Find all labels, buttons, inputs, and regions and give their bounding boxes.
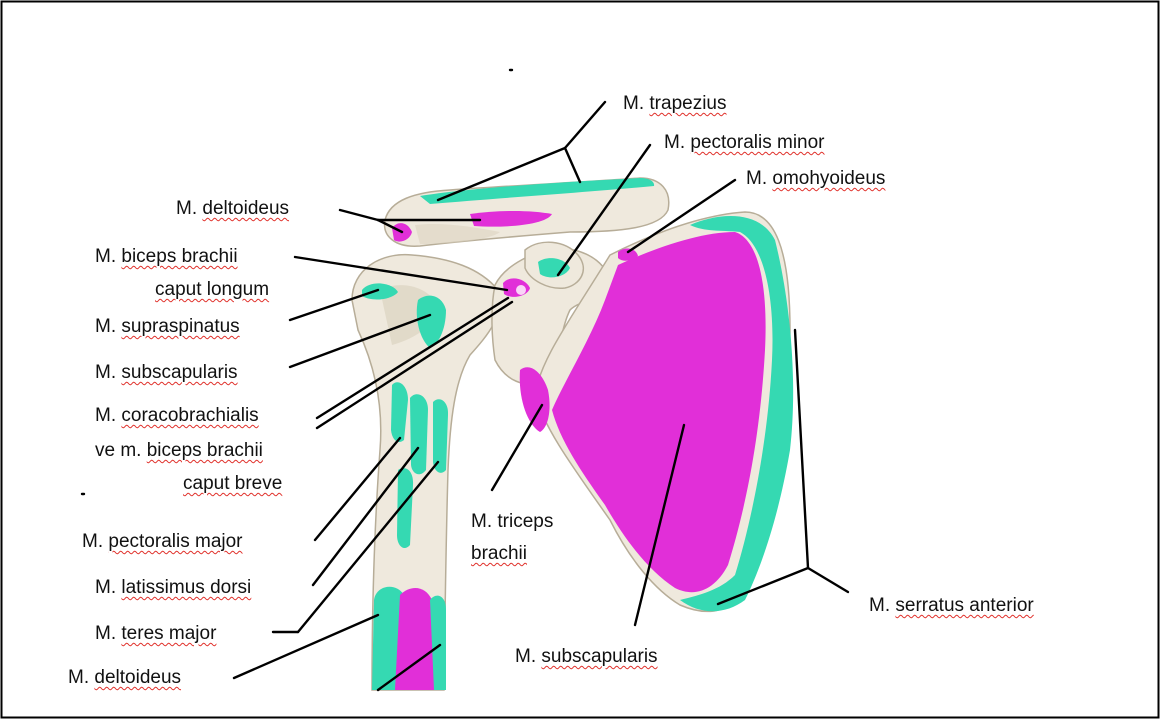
label-teres-major: M. teres major: [95, 623, 216, 645]
label-pectoralis-minor: M. pectoralis minor: [664, 132, 825, 154]
label-omohyoideus: M. omohyoideus: [746, 168, 885, 190]
teres-major-mark: [433, 399, 448, 473]
latissimus-mark: [410, 394, 428, 474]
clavicle-acromion: [385, 178, 669, 246]
label-coracobrachialis-line2: ve m. biceps brachii: [95, 440, 263, 462]
label-deltoideus-top: M. deltoideus: [176, 198, 289, 220]
label-deltoideus-bottom: M. deltoideus: [68, 667, 181, 689]
label-coracobrachialis-line1: M. coracobrachialis: [95, 405, 259, 427]
label-coracobrachialis-line3: caput breve: [183, 473, 282, 495]
label-subscapularis-bottom: M. subscapularis: [515, 646, 658, 668]
deltoid-magenta-mark: [395, 588, 436, 690]
label-biceps-longum-line1: M. biceps brachii: [95, 246, 238, 268]
humerus-bone: [352, 255, 500, 690]
label-triceps-line2: brachii: [471, 543, 527, 565]
label-biceps-longum-line2: caput longum: [155, 279, 269, 301]
label-serratus-anterior: M. serratus anterior: [869, 595, 1034, 617]
label-latissimus-dorsi: M. latissimus dorsi: [95, 577, 251, 599]
label-subscapularis-left: M. subscapularis: [95, 362, 238, 384]
label-trapezius: M. trapezius: [623, 93, 727, 115]
label-supraspinatus: M. supraspinatus: [95, 316, 240, 338]
label-triceps-line1: M. triceps: [471, 511, 553, 533]
label-pectoralis-major: M. pectoralis major: [82, 531, 243, 553]
